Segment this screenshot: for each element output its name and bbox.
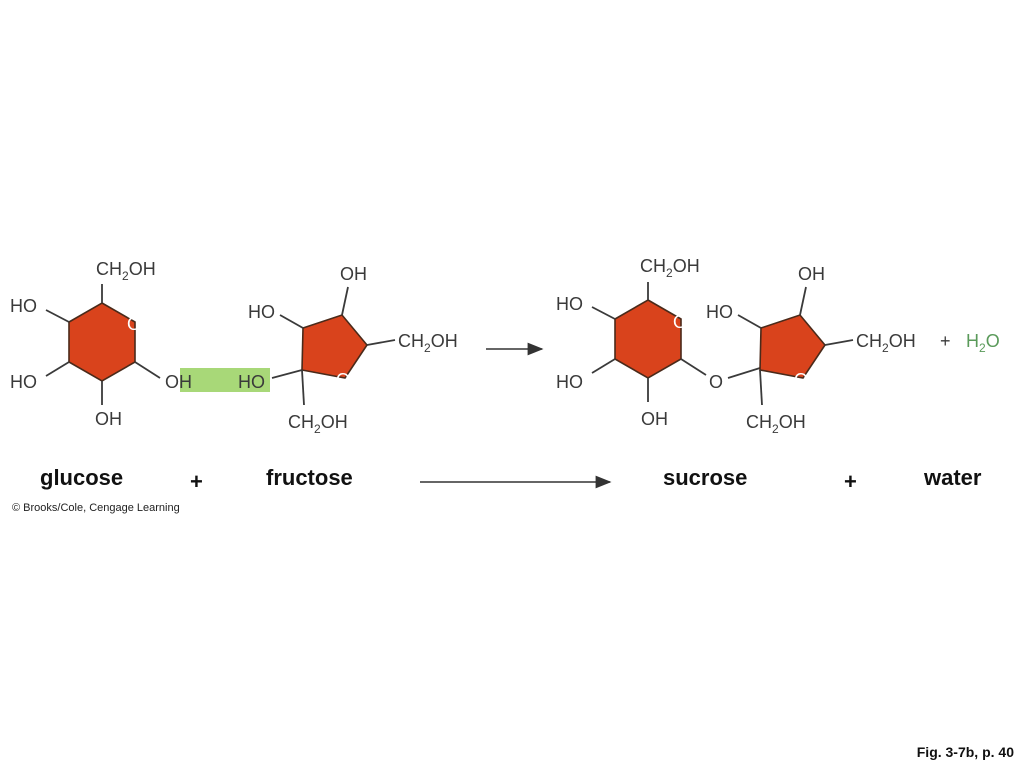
fructose-ring xyxy=(301,314,368,379)
label-plus-2: + xyxy=(844,469,857,494)
label-plus-1: + xyxy=(190,469,203,494)
sucrose-molecule: O CH2OH HO HO OH O O OH HO CH2OH CH2OH xyxy=(556,256,916,436)
sucrose-ch2oh-right: CH2OH xyxy=(856,331,916,355)
sucrose-ho-upper: HO xyxy=(556,294,583,314)
glucose-ch2oh: CH2OH xyxy=(96,259,156,283)
sucrose-ch2oh-bottom: CH2OH xyxy=(746,412,806,436)
fructose-oh-top: OH xyxy=(340,264,367,284)
copyright-notice: © Brooks/Cole, Cengage Learning xyxy=(12,502,180,514)
sucrose-ho-lower: HO xyxy=(556,372,583,392)
label-water: water xyxy=(924,465,982,490)
label-fructose: fructose xyxy=(266,465,353,490)
fructose-molecule: O OH HO CH2OH CH2OH xyxy=(248,264,458,436)
glucose-ring xyxy=(68,302,136,382)
figure-reference: Fig. 3-7b, p. 40 xyxy=(916,744,1014,760)
water-formula: H2O xyxy=(966,331,1000,355)
fructose-ring-oxygen: O xyxy=(336,370,350,390)
glucose-ho-upper: HO xyxy=(10,296,37,316)
sucrose-ho-fructose: HO xyxy=(706,302,733,322)
sucrose-ch2oh-top: CH2OH xyxy=(640,256,700,280)
label-sucrose: sucrose xyxy=(663,465,748,490)
fructose-ho-left: HO xyxy=(248,302,275,322)
sucrose-oh-top: OH xyxy=(798,264,825,284)
fructose-ch2oh-bottom: CH2OH xyxy=(288,412,348,436)
sucrose-oh-bottom: OH xyxy=(641,409,668,429)
sucrose-fructose-ring xyxy=(759,314,826,379)
condensation-highlight xyxy=(180,368,270,392)
sucrose-glucose-ring-oxygen: O xyxy=(673,312,687,332)
fructose-ho-reactive: HO xyxy=(238,372,265,392)
glucose-oh-bottom: OH xyxy=(95,409,122,429)
glucose-ho-lower: HO xyxy=(10,372,37,392)
glucose-molecule: O CH2OH HO HO OH xyxy=(10,259,161,429)
fructose-ch2oh-right: CH2OH xyxy=(398,331,458,355)
glucose-ring-oxygen: O xyxy=(127,314,141,334)
sucrose-fructose-ring-oxygen: O xyxy=(794,370,808,390)
glycosidic-oxygen: O xyxy=(709,372,723,392)
plus-sign-formula: + xyxy=(940,331,951,351)
label-glucose: glucose xyxy=(40,465,124,490)
sucrose-glucose-ring xyxy=(614,299,682,379)
glucose-oh-reactive: OH xyxy=(165,372,192,392)
